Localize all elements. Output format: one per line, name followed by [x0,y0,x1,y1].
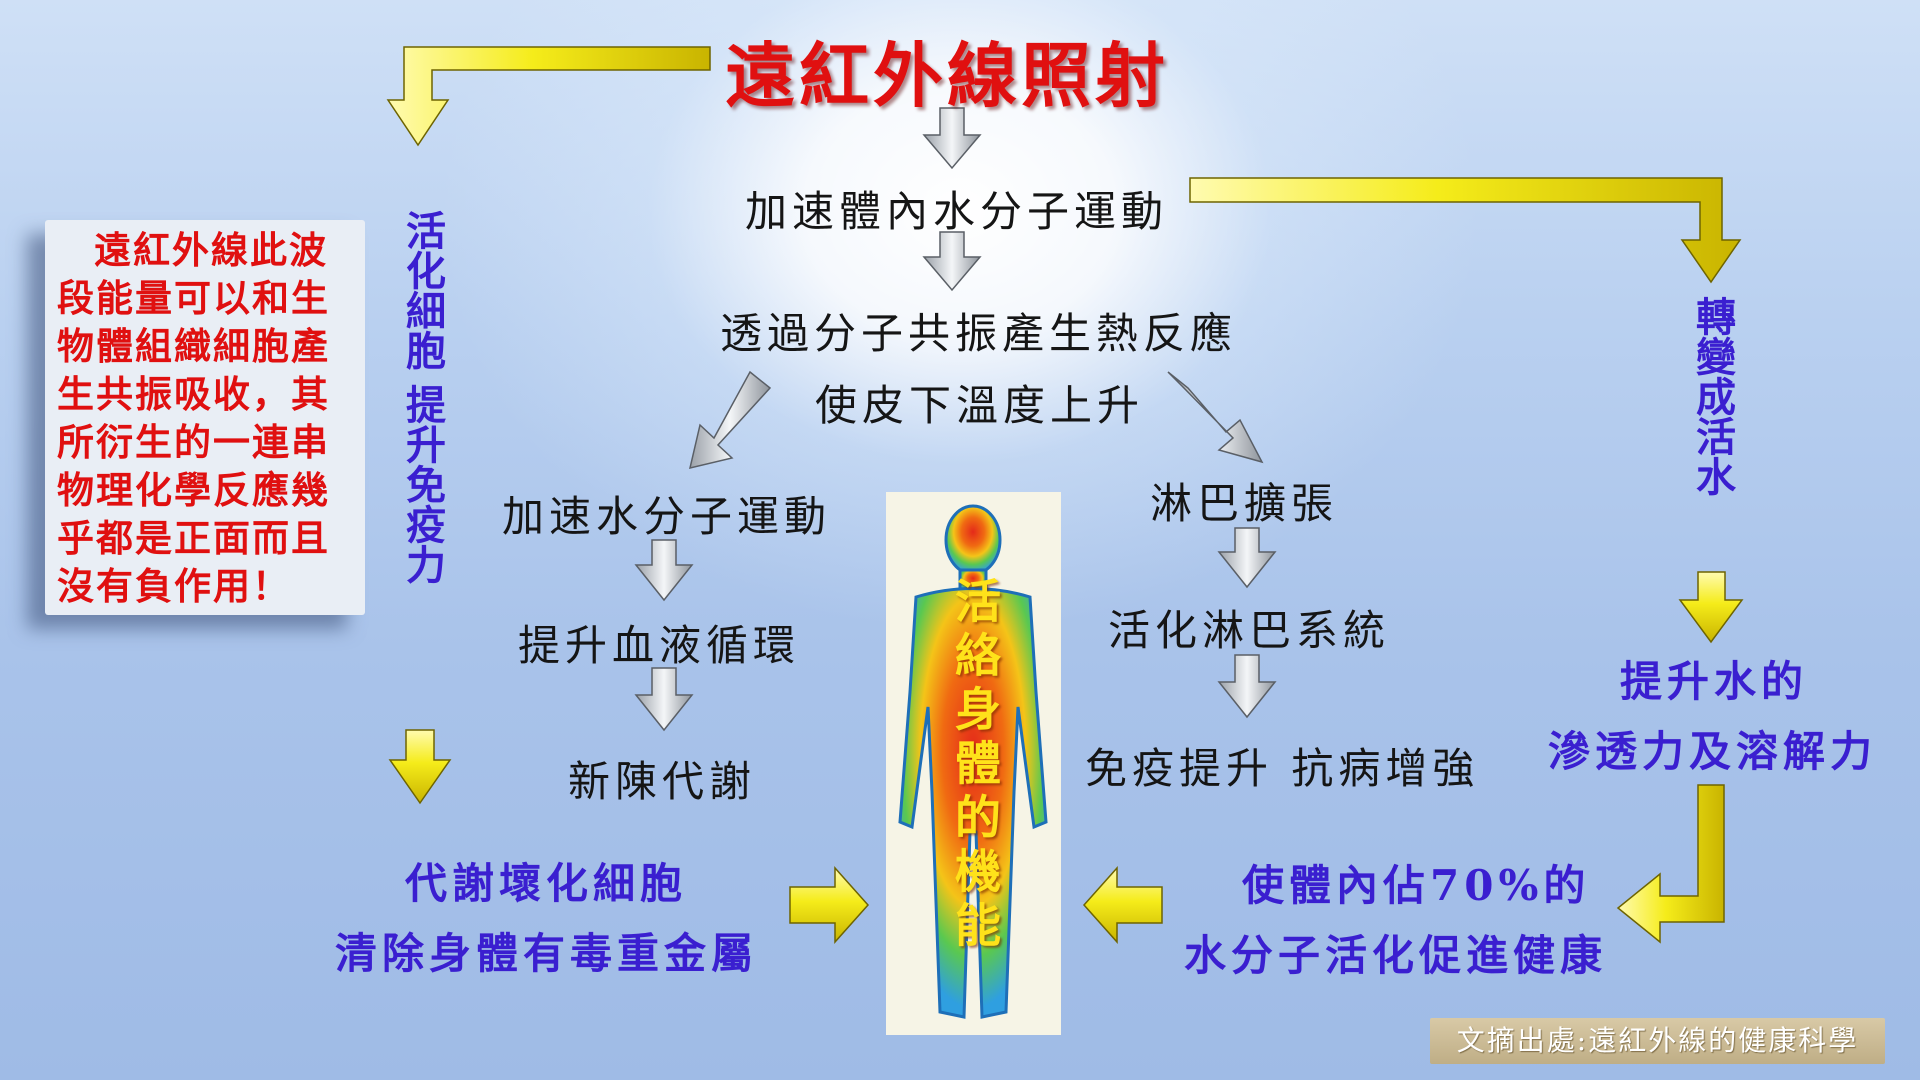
arrow-title-to-left [386,46,711,147]
left-item-1: 加速水分子運動 [502,492,832,541]
arrow-title-to-step1 [922,107,982,170]
right-bottom-line1: 使體內佔70%的 [1242,861,1591,910]
arrow-step3-to-right [1167,371,1264,464]
left-bottom-line1: 代謝壞化細胞 [405,859,688,908]
arrow-right-to-body [1082,866,1163,944]
arrow-left-to-body [789,866,870,944]
right-vertical-text: 轉變成活水 [1689,296,1736,496]
right-item-2: 活化淋巴系統 [1108,606,1391,655]
arrow-right-1 [1217,527,1277,589]
left-item-3: 新陳代謝 [568,757,757,806]
right-bottom-line2: 水分子活化促進健康 [1184,931,1608,980]
right-line2: 滲透力及溶解力 [1548,727,1878,776]
source-citation: 文摘出處:遠紅外線的健康科學 [1430,1018,1885,1064]
arrow-left-down [388,729,452,805]
human-silhouette-icon [898,504,1048,1019]
arrow-right-elbow [1616,784,1725,944]
body-function-label: 活絡身體的機能 [948,577,1002,955]
left-bottom-line2: 清除身體有毒重金屬 [335,929,759,978]
right-item-3: 免疫提升 抗病增強 [1085,744,1480,793]
note-box: 遠紅外線此波段能量可以和生物體組織細胞產生共振吸收，其所衍生的一連串物理化學反應… [45,220,365,615]
right-item-1: 淋巴擴張 [1150,479,1339,528]
page-title: 遠紅外線照射 [725,34,1169,117]
arrow-right-down [1678,571,1744,644]
arrow-left-2 [634,667,694,732]
thermal-body-image [886,492,1061,1035]
right-line1: 提升水的 [1620,657,1809,706]
arrow-step1-to-step2 [922,231,982,292]
arrow-left-1 [634,539,694,602]
arrow-right-2 [1217,654,1277,719]
center-step1: 加速體內水分子運動 [745,187,1169,236]
center-step3: 使皮下溫度上升 [815,381,1145,430]
left-item-2: 提升血液循環 [518,621,801,670]
left-vertical-text: 活化細胞 提升免疫力 [399,210,446,584]
arrow-step3-to-left [688,370,772,470]
note-text: 遠紅外線此波段能量可以和生物體組織細胞產生共振吸收，其所衍生的一連串物理化學反應… [57,228,330,608]
arrow-step1-to-right [1189,177,1742,284]
center-step2: 透過分子共振產生熱反應 [720,309,1238,358]
